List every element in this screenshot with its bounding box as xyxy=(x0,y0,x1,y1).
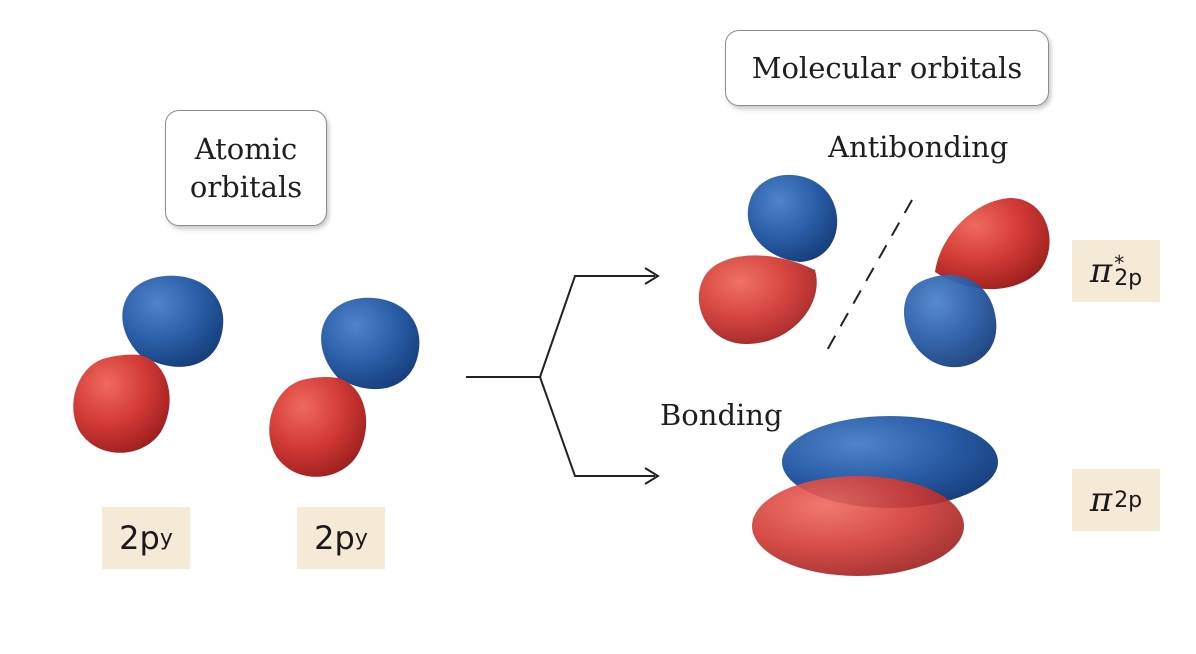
tag-2py-right-main: 2p xyxy=(314,519,355,557)
red-lobe xyxy=(698,255,817,345)
blue-lobe xyxy=(747,174,838,262)
red-lobe xyxy=(73,354,170,453)
pi-symbol: π xyxy=(1089,480,1113,520)
antibonding-orbital-right xyxy=(904,198,1050,368)
splitting-arrows xyxy=(466,267,660,485)
blue-lobe xyxy=(904,274,997,368)
blue-lobe xyxy=(321,297,420,390)
bonding-orbital xyxy=(752,416,998,576)
pi-star-symbol: π xyxy=(1089,251,1113,291)
bonding-label: Bonding xyxy=(660,398,783,432)
antibonding-orbital-left xyxy=(698,174,838,345)
arrowhead-lower xyxy=(644,467,660,485)
pi-subscript: 2p xyxy=(1114,487,1143,513)
atomic-orbitals-label-line1: Atomic xyxy=(194,132,298,166)
atomic-orbitals-callout: Atomic orbitals xyxy=(165,110,327,226)
atomic-orbitals-label-line2: orbitals xyxy=(189,170,303,204)
arrowhead-upper xyxy=(644,267,660,285)
tag-2py-left-sub: y xyxy=(159,525,173,551)
pi-star-subscript: 2p xyxy=(1114,266,1143,291)
red-lobe xyxy=(269,376,367,477)
red-lobe xyxy=(752,476,964,576)
nodal-plane xyxy=(825,199,913,353)
red-lobe xyxy=(935,198,1050,290)
tag-2py-left-main: 2p xyxy=(119,519,160,557)
molecular-orbitals-callout: Molecular orbitals xyxy=(725,30,1049,106)
molecular-orbitals-label: Molecular orbitals xyxy=(751,51,1023,85)
tag-2py-right-sub: y xyxy=(354,525,368,551)
blue-lobe xyxy=(122,275,224,367)
atomic-orbital-left xyxy=(73,275,224,453)
tag-pi-star-2p: π * 2p xyxy=(1072,240,1160,302)
antibonding-label: Antibonding xyxy=(828,130,1009,164)
pi-star-superscript: * xyxy=(1114,251,1125,275)
atomic-orbital-right xyxy=(269,297,420,477)
